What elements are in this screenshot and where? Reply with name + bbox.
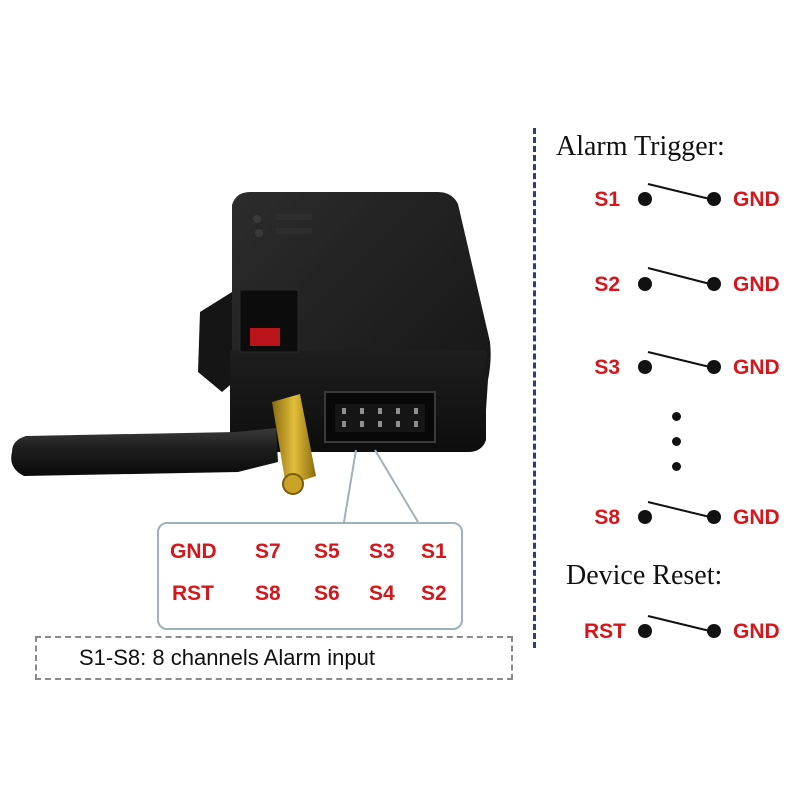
- pin-label-s6: S6: [314, 582, 340, 605]
- dip-switch-red: [250, 328, 280, 346]
- pin-label-s3: S3: [369, 540, 395, 563]
- pin-label-s8: S8: [255, 582, 281, 605]
- switch-s3-label: S3: [594, 356, 620, 379]
- led-indicator-1: [253, 215, 261, 223]
- sma-nut: [282, 473, 304, 495]
- note-box: [35, 636, 513, 680]
- switch-s2-label: S2: [594, 273, 620, 296]
- pin-label-gnd: GND: [170, 540, 217, 563]
- reset-switch-gnd-label: GND: [733, 620, 780, 643]
- pin-label-rst: RST: [172, 582, 214, 605]
- switch-s8-gnd-label: GND: [733, 506, 780, 529]
- led-indicator-2: [255, 229, 263, 237]
- switch-s3-terminal-left: [638, 360, 652, 374]
- ellipsis-dot-3: [672, 462, 681, 471]
- pin-label-s7: S7: [255, 540, 281, 563]
- switch-s2-gnd-label: GND: [733, 273, 780, 296]
- mounting-tab: [198, 292, 236, 392]
- switch-s1-label: S1: [594, 188, 620, 211]
- switch-s1-terminal-right: [707, 192, 721, 206]
- led-label-1: [276, 214, 312, 220]
- led-label-2: [276, 228, 312, 234]
- switch-s2-terminal-right: [707, 277, 721, 291]
- pin-label-s1: S1: [421, 540, 447, 563]
- switch-s3-gnd-label: GND: [733, 356, 780, 379]
- switch-s8-terminal-left: [638, 510, 652, 524]
- pin-label-s2: S2: [421, 582, 447, 605]
- pin-label-s5: S5: [314, 540, 340, 563]
- callout-pointer-left: [343, 449, 357, 523]
- callout-pointer-right: [374, 449, 419, 523]
- switch-s1-gnd-label: GND: [733, 188, 780, 211]
- switch-s1-terminal-left: [638, 192, 652, 206]
- reset-switch-terminal-right: [707, 624, 721, 638]
- reset-switch-terminal-left: [638, 624, 652, 638]
- pin-header-pins: [342, 408, 418, 427]
- antenna: [11, 428, 278, 476]
- note-text: S1-S8: 8 channels Alarm input: [79, 645, 375, 670]
- ellipsis-dot-1: [672, 412, 681, 421]
- ellipsis-dot-2: [672, 437, 681, 446]
- switch-s2-terminal-left: [638, 277, 652, 291]
- switch-s8-label: S8: [594, 506, 620, 529]
- switch-s3-terminal-right: [707, 360, 721, 374]
- pinout-callout: [157, 522, 463, 630]
- switch-s8-terminal-right: [707, 510, 721, 524]
- device-reset-heading: Device Reset:: [566, 560, 723, 591]
- alarm-trigger-heading: Alarm Trigger:: [556, 131, 725, 162]
- vertical-divider: [533, 128, 536, 648]
- sma-connector: [272, 394, 316, 486]
- reset-switch-label: RST: [584, 620, 626, 643]
- pin-label-s4: S4: [369, 582, 395, 605]
